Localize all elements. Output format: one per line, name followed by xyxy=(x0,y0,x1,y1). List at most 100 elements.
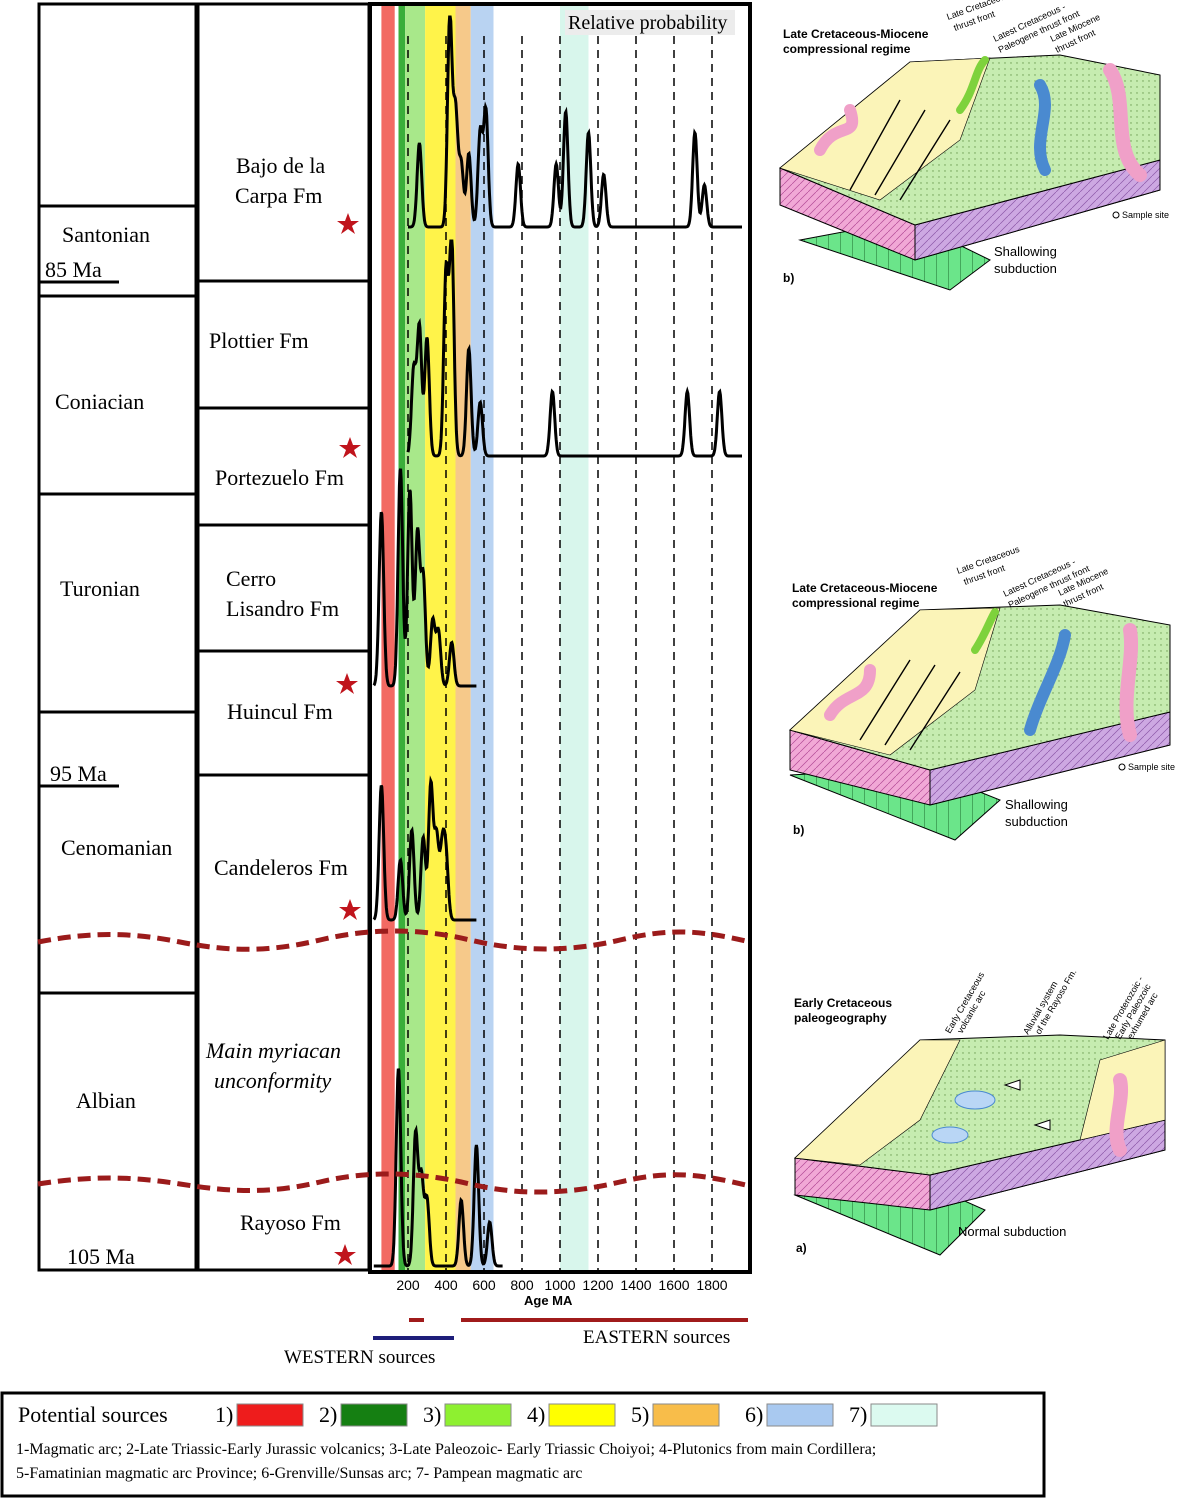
formation-label-portezuelo: Portezuelo Fm xyxy=(215,465,344,490)
arc-outcrop xyxy=(1119,623,1139,742)
block-middle-title-2: compressional regime xyxy=(792,596,920,610)
sample-star-icon xyxy=(336,673,358,694)
x-tick-label: 1000 xyxy=(544,1277,575,1293)
thrust-lines xyxy=(849,99,951,201)
legend-swatch-1 xyxy=(236,1403,304,1427)
formation-label-cerro-lisandro: Cerro xyxy=(226,566,276,591)
probability-chart: Relative probability 200 400 600 800 1000 120… xyxy=(368,2,752,1308)
eastern-sources-label: EASTERN sources xyxy=(583,1327,730,1348)
probability-curve xyxy=(372,468,477,688)
western-sources-label: WESTERN sources xyxy=(284,1347,435,1368)
age-label-95: 95 Ma xyxy=(50,761,107,786)
legend-description-1: 1-Magmatic arc; 2-Late Triassic-Early Ju… xyxy=(16,1441,876,1458)
block-top-title-2: compressional regime xyxy=(783,42,911,56)
lake-icon xyxy=(931,1126,969,1144)
legend-item-number: 4) xyxy=(527,1402,545,1427)
block-top-letter: b) xyxy=(783,271,794,285)
label-sample-site: Sample site xyxy=(1122,210,1169,220)
unconformity-line-upper xyxy=(37,928,751,952)
legend-swatch-3 xyxy=(444,1403,512,1427)
source-band-5 xyxy=(455,4,471,1270)
stage-label-turonian: Turonian xyxy=(60,576,140,601)
foreland-cover xyxy=(779,57,991,201)
block-diagram-middle: Late Cretaceous-Miocene compressional re… xyxy=(789,544,1175,841)
probability-curve xyxy=(373,1068,503,1268)
legend-swatch-7 xyxy=(870,1403,938,1427)
block-top-title: Late Cretaceous-Miocene xyxy=(783,27,929,41)
stage-label-santonian: Santonian xyxy=(62,222,150,247)
dashed-gridlines xyxy=(407,36,713,1270)
x-tick-label: 1600 xyxy=(658,1277,689,1293)
sample-star-icon xyxy=(339,437,361,458)
legend-item-number: 1) xyxy=(215,1402,233,1427)
arc-outcrop xyxy=(824,664,876,721)
probability-curve xyxy=(372,775,477,922)
legend-item-number: 2) xyxy=(319,1402,337,1427)
label-subduction: subduction xyxy=(994,261,1057,276)
label-sample-site: Sample site xyxy=(1128,762,1175,772)
chart-frame xyxy=(368,2,752,1274)
sample-site-icon xyxy=(1112,211,1120,219)
block-diagram-top: Late Cretaceous-Miocene compressional re… xyxy=(779,0,1169,291)
legend-swatch-6 xyxy=(766,1403,834,1427)
legend-item-number: 7) xyxy=(849,1402,867,1427)
probability-curves xyxy=(372,15,742,1268)
x-tick-label: 800 xyxy=(510,1277,534,1293)
x-tick-label: 200 xyxy=(396,1277,420,1293)
stage-label-coniacian: Coniacian xyxy=(55,389,144,414)
formation-label-bajo-de-la-carpa-2: Carpa Fm xyxy=(235,183,322,208)
source-bars: EASTERN sources WESTERN sources xyxy=(284,1318,748,1368)
legend-item-number: 5) xyxy=(631,1402,649,1427)
unconformity-label: Main myriacan xyxy=(205,1038,341,1063)
stage-label-cenomanian: Cenomanian xyxy=(61,835,172,860)
formation-label-rayoso: Rayoso Fm xyxy=(240,1210,341,1235)
legend-swatch-5 xyxy=(652,1403,720,1427)
stage-label-albian: Albian xyxy=(76,1088,136,1113)
probability-curve xyxy=(408,15,742,229)
flow-arrow-icon xyxy=(1003,1079,1021,1091)
source-band-6 xyxy=(470,4,494,1270)
block-middle-title: Late Cretaceous-Miocene xyxy=(792,581,938,595)
legend: Potential sources 1) 2) 3) 4) 5) 6) 7) 1-Magma… xyxy=(0,1391,1046,1498)
sample-site-icon xyxy=(1118,763,1126,771)
thrust-sheet xyxy=(971,608,999,654)
formation-label-huincul: Huincul Fm xyxy=(227,699,333,724)
legend-item-number: 3) xyxy=(423,1402,441,1427)
legend-item-number: 6) xyxy=(745,1402,763,1427)
flow-arrow-icon xyxy=(1033,1119,1051,1131)
label-shallowing: Shallowing xyxy=(1005,797,1068,812)
x-tick-label: 1200 xyxy=(582,1277,613,1293)
chart-title: Relative probability xyxy=(568,12,727,34)
sample-star-icon xyxy=(339,899,361,920)
label-shallowing: Shallowing xyxy=(994,244,1057,259)
sample-star-icon xyxy=(334,1244,356,1265)
age-label-85: 85 Ma xyxy=(45,257,102,282)
arc-cover xyxy=(794,1039,961,1166)
x-axis-label: Age MA xyxy=(524,1293,573,1308)
legend-frame xyxy=(0,1391,1046,1498)
legend-description-2: 5-Famatinian magmatic arc Province; 6-Gr… xyxy=(16,1465,582,1482)
unconformity-line-lower xyxy=(37,1171,751,1195)
formation-label-candeleros: Candeleros Fm xyxy=(214,855,348,880)
unconformity-label-2: unconformity xyxy=(214,1068,332,1093)
age-label-105: 105 Ma xyxy=(67,1244,135,1269)
label-subduction: subduction xyxy=(1005,814,1068,829)
arc-outcrop xyxy=(1109,1073,1128,1157)
sample-star-icon xyxy=(337,213,359,234)
x-tick-label: 1800 xyxy=(696,1277,727,1293)
arc-outcrop xyxy=(814,104,859,156)
block-bottom-title: Early Cretaceous xyxy=(794,996,892,1010)
x-tick-label: 400 xyxy=(434,1277,458,1293)
block-middle-letter: b) xyxy=(793,823,804,837)
x-tick-label: 600 xyxy=(472,1277,496,1293)
probability-curve xyxy=(406,239,742,458)
arc-outcrop xyxy=(1103,63,1147,182)
thrust-sheet xyxy=(956,56,989,114)
legend-swatch-2 xyxy=(340,1403,408,1427)
formation-label-cerro-lisandro-2: Lisandro Fm xyxy=(226,596,339,621)
legend-swatch-4 xyxy=(548,1403,616,1427)
legend-title: Potential sources xyxy=(18,1402,168,1427)
block-diagram-bottom: Early Cretaceous paleogeography Early Cr… xyxy=(793,967,1166,1256)
